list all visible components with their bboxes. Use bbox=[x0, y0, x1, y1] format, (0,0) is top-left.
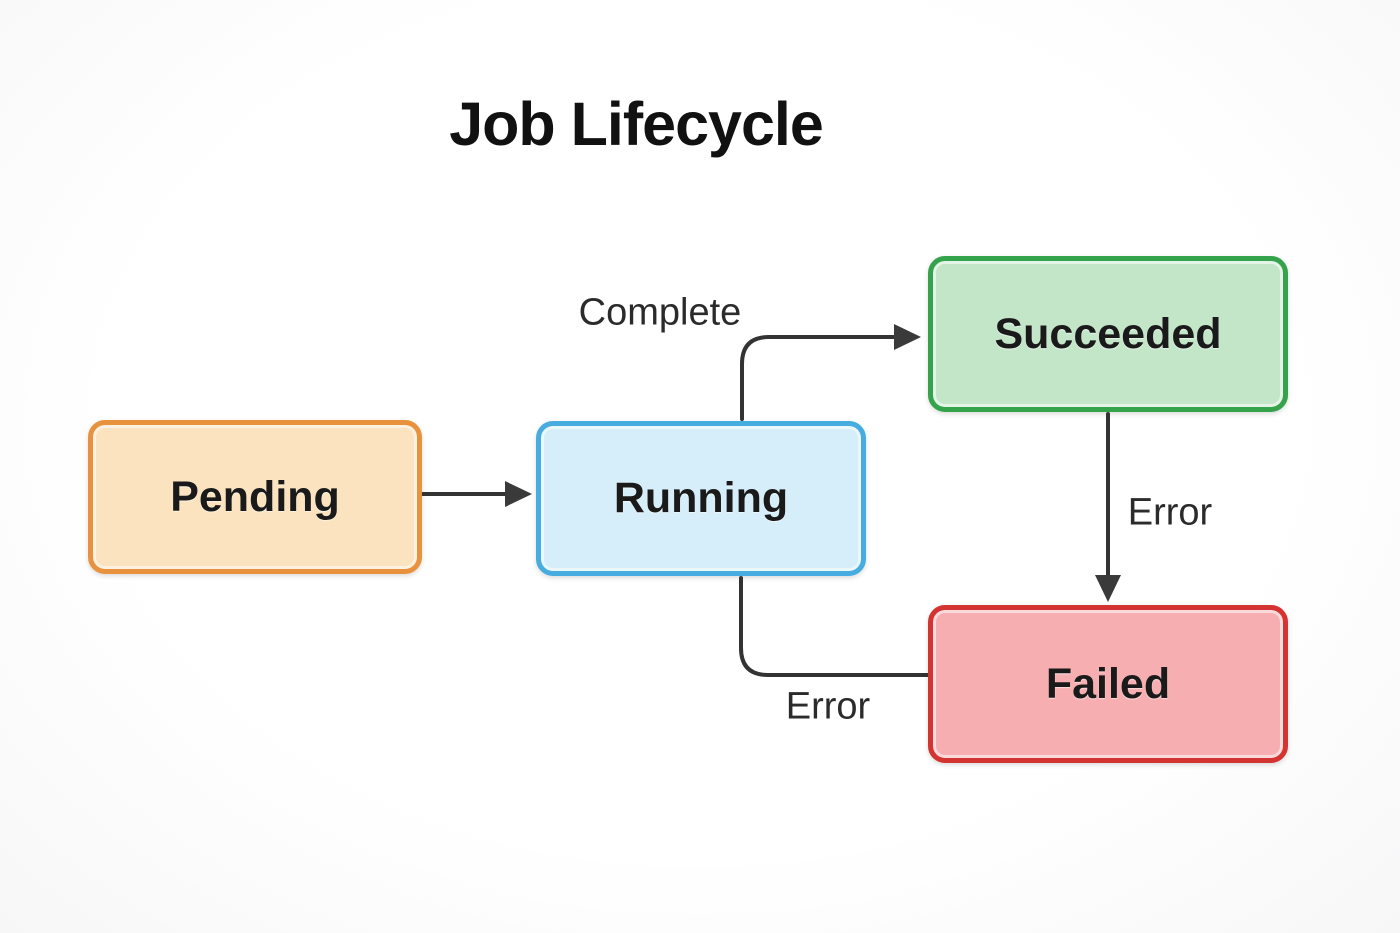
node-failed-label: Failed bbox=[1045, 659, 1171, 708]
edge-succeeded-to-failed bbox=[1095, 412, 1121, 602]
edge-pending-to-running bbox=[420, 481, 532, 507]
edge-running-to-succeeded bbox=[740, 324, 921, 421]
node-succeeded-label: Succeeded bbox=[994, 309, 1222, 358]
edge-running-to-failed bbox=[739, 576, 932, 677]
node-pending: Pending bbox=[88, 420, 422, 574]
node-running: Running bbox=[536, 421, 866, 576]
node-pending-label: Pending bbox=[170, 472, 340, 521]
edge-label-error-running-failed: Error bbox=[785, 685, 871, 728]
edge-label-complete: Complete bbox=[578, 291, 742, 334]
node-failed: Failed bbox=[928, 605, 1288, 763]
edge-label-error-succeeded-failed: Error bbox=[1127, 491, 1213, 534]
diagram-title: Job Lifecycle bbox=[449, 90, 823, 158]
node-succeeded: Succeeded bbox=[928, 256, 1288, 412]
node-running-label: Running bbox=[613, 474, 789, 522]
